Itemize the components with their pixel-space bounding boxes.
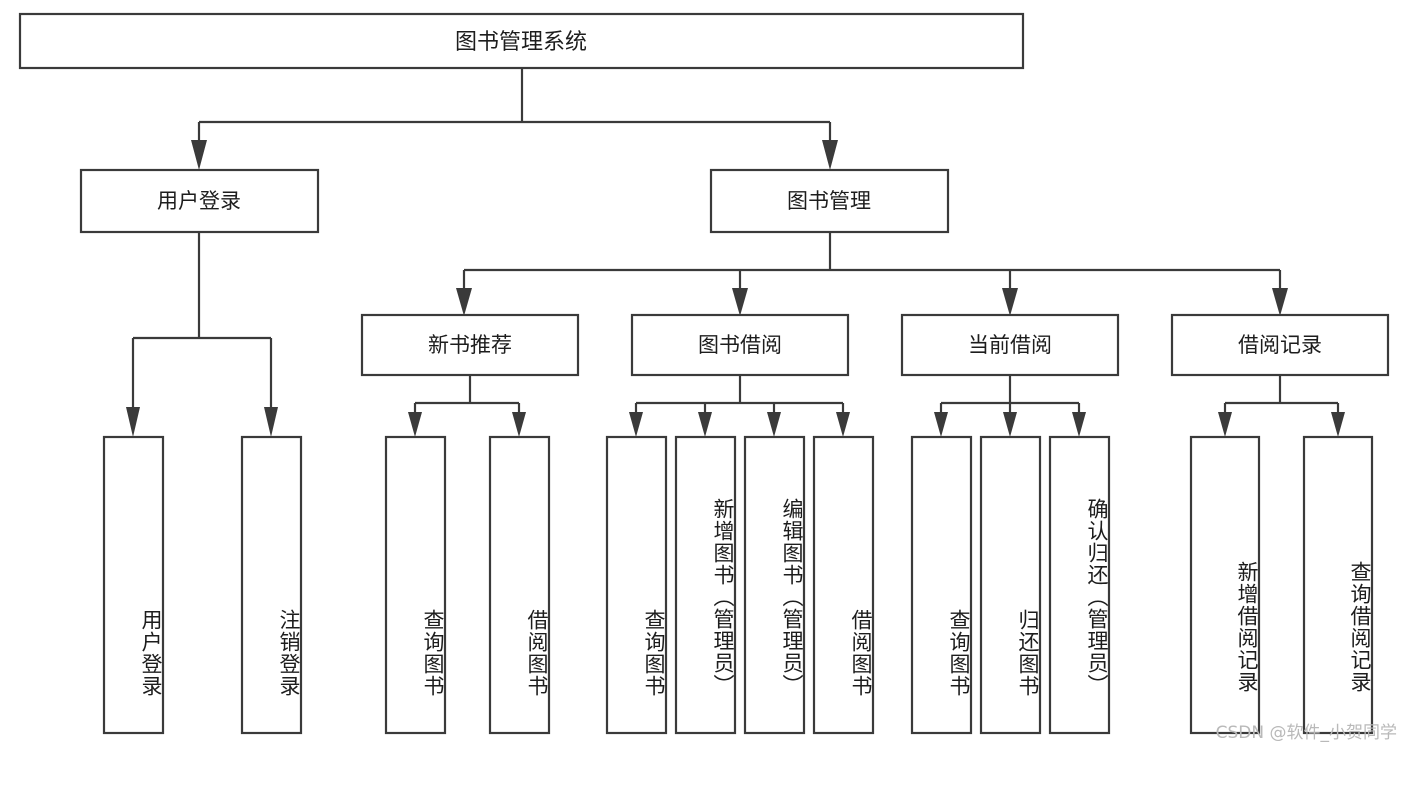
- node-book-management[interactable]: 图书管理: [709, 168, 950, 234]
- arrow-head-borrow-record: [1272, 288, 1288, 316]
- node-current-borrow-label: 当前借阅: [968, 333, 1052, 357]
- leaf-box-book-borrow-1[interactable]: [674, 435, 737, 735]
- node-book-management-box[interactable]: [709, 168, 950, 234]
- connector-group: [126, 68, 1345, 437]
- node-borrow-record[interactable]: 借阅记录: [1170, 313, 1390, 377]
- arrow-head-bb-leaf-1: [629, 412, 643, 437]
- arrow-head-bb-leaf-3: [767, 412, 781, 437]
- arrow-head-leaf-user-login: [126, 407, 140, 437]
- diagram-root: 图书管理系统 用户登录 图书管理 新书推荐 图书借阅 当前借阅 借阅记录: [18, 12, 1397, 743]
- leaf-box-book-borrow-3[interactable]: [812, 435, 875, 735]
- arrow-head-nb-leaf-1: [408, 412, 422, 437]
- arrow-head-new-book: [456, 288, 472, 316]
- leaf-box-current-borrow-0[interactable]: [910, 435, 973, 735]
- leaf-box-book-borrow-2[interactable]: [743, 435, 806, 735]
- watermark-label: CSDN @软件_小贺同学: [1215, 723, 1397, 743]
- node-book-borrow-box[interactable]: [630, 313, 850, 377]
- arrow-head-leaf-logout: [264, 407, 278, 437]
- leaf-box-current-borrow-2[interactable]: [1048, 435, 1111, 735]
- node-user-login-box[interactable]: [79, 168, 320, 234]
- arrow-head-bb-leaf-4: [836, 412, 850, 437]
- arrow-head-cb-leaf-2: [1003, 412, 1017, 437]
- arrow-head-br-leaf-2: [1331, 412, 1345, 437]
- leaf-box-user-login-1[interactable]: [240, 435, 303, 735]
- leaf-box-user-login-0[interactable]: [102, 435, 165, 735]
- node-book-borrow[interactable]: 图书借阅: [630, 313, 850, 377]
- node-root-box[interactable]: [18, 12, 1025, 70]
- arrow-head-br-leaf-1: [1218, 412, 1232, 437]
- leaf-box-new-book-0[interactable]: [384, 435, 447, 735]
- leaf-box-current-borrow-1[interactable]: [979, 435, 1042, 735]
- node-borrow-record-label: 借阅记录: [1238, 333, 1322, 357]
- node-current-borrow-box[interactable]: [900, 313, 1120, 377]
- arrow-head-bb-leaf-2: [698, 412, 712, 437]
- node-root-label: 图书管理系统: [455, 30, 587, 55]
- leaf-box-book-borrow-0[interactable]: [605, 435, 668, 735]
- arrow-head-user-login: [191, 140, 207, 170]
- node-current-borrow[interactable]: 当前借阅: [900, 313, 1120, 377]
- node-new-book-recommend-box[interactable]: [360, 313, 580, 377]
- node-root[interactable]: 图书管理系统: [18, 12, 1025, 70]
- diagram-canvas: 图书管理系统 用户登录 图书管理 新书推荐 图书借阅 当前借阅 借阅记录: [18, 12, 1390, 735]
- node-new-book-recommend-label: 新书推荐: [428, 333, 512, 357]
- arrow-head-book-borrow: [732, 288, 748, 316]
- arrow-head-book-mgmt: [822, 140, 838, 170]
- node-book-management-label: 图书管理: [787, 189, 871, 213]
- node-user-login[interactable]: 用户登录: [79, 168, 320, 234]
- arrow-head-nb-leaf-2: [512, 412, 526, 437]
- leaf-box-borrow-record-1[interactable]: [1302, 435, 1374, 735]
- arrow-head-current-borrow: [1002, 288, 1018, 316]
- arrow-head-cb-leaf-3: [1072, 412, 1086, 437]
- node-user-login-label: 用户登录: [157, 189, 241, 213]
- arrow-head-cb-leaf-1: [934, 412, 948, 437]
- node-borrow-record-box[interactable]: [1170, 313, 1390, 377]
- node-new-book-recommend[interactable]: 新书推荐: [360, 313, 580, 377]
- node-book-borrow-label: 图书借阅: [698, 333, 782, 357]
- leaf-box-new-book-1[interactable]: [488, 435, 551, 735]
- leaf-box-borrow-record-0[interactable]: [1189, 435, 1261, 735]
